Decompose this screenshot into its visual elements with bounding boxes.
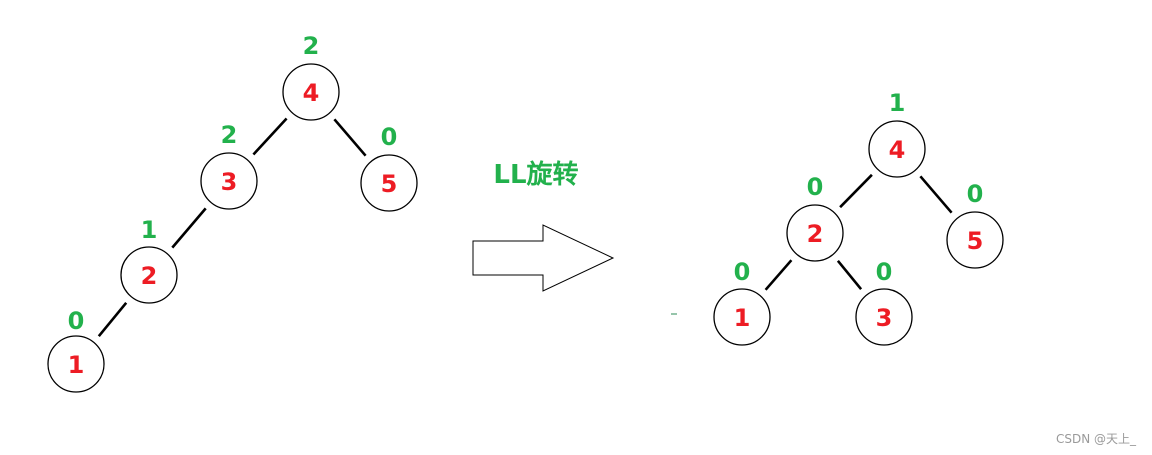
node-circle <box>282 63 340 121</box>
balance-factor: 1 <box>141 216 158 244</box>
node-value: 2 <box>807 220 824 248</box>
balance-factor: 2 <box>221 121 238 149</box>
tree-before: 4 2 3 2 5 0 2 1 1 0 <box>47 32 418 393</box>
edges-before <box>97 117 367 338</box>
node-circle <box>868 120 926 178</box>
node-circle <box>360 154 418 212</box>
node-1: 1 0 <box>713 258 771 346</box>
balance-factor: 0 <box>381 123 398 151</box>
edges-after <box>764 173 953 291</box>
balance-factor: 2 <box>303 32 320 60</box>
balance-factor: 0 <box>967 180 984 208</box>
tree-after: 4 1 2 0 5 0 1 0 3 0 <box>713 89 1004 346</box>
balance-factor: 1 <box>889 89 906 117</box>
node-2: 2 0 <box>786 173 844 262</box>
node-value: 5 <box>381 170 398 198</box>
watermark: CSDN @天上_ <box>1056 432 1137 446</box>
node-value: 2 <box>141 262 158 290</box>
edge-4-5 <box>333 118 367 157</box>
right-arrow-icon <box>472 224 615 292</box>
node-value: 3 <box>221 168 238 196</box>
node-value: 4 <box>889 136 906 164</box>
balance-factor: 0 <box>68 307 85 335</box>
edge-3-2 <box>171 207 207 249</box>
node-value: 4 <box>303 79 320 107</box>
node-1: 1 0 <box>47 307 105 393</box>
edge-4-2 <box>839 173 873 209</box>
node-3: 3 0 <box>855 258 913 346</box>
node-value: 1 <box>68 351 85 379</box>
node-circle <box>120 246 178 304</box>
node-circle <box>713 288 771 346</box>
node-5: 5 0 <box>946 180 1004 269</box>
edge-4-3 <box>252 117 288 156</box>
balance-factor: 0 <box>876 258 893 286</box>
node-circle <box>946 211 1004 269</box>
node-circle <box>47 335 105 393</box>
node-3: 3 2 <box>200 121 258 210</box>
node-5: 5 0 <box>360 123 418 212</box>
node-value: 3 <box>876 304 893 332</box>
edge-2-1 <box>97 301 128 338</box>
balance-factor: 0 <box>807 173 824 201</box>
node-value: 5 <box>967 227 984 255</box>
balance-factor: 0 <box>734 258 751 286</box>
node-circle <box>786 204 844 262</box>
rotation-label: LL旋转 <box>493 160 578 190</box>
node-circle <box>855 288 913 346</box>
edge-4-5 <box>919 175 953 214</box>
node-value: 1 <box>734 304 751 332</box>
node-4: 4 1 <box>868 89 926 178</box>
node-4: 4 2 <box>282 32 340 121</box>
edge-2-3 <box>836 259 863 291</box>
edge-2-1 <box>764 259 793 291</box>
node-circle <box>200 152 258 210</box>
node-2: 2 1 <box>120 216 178 304</box>
